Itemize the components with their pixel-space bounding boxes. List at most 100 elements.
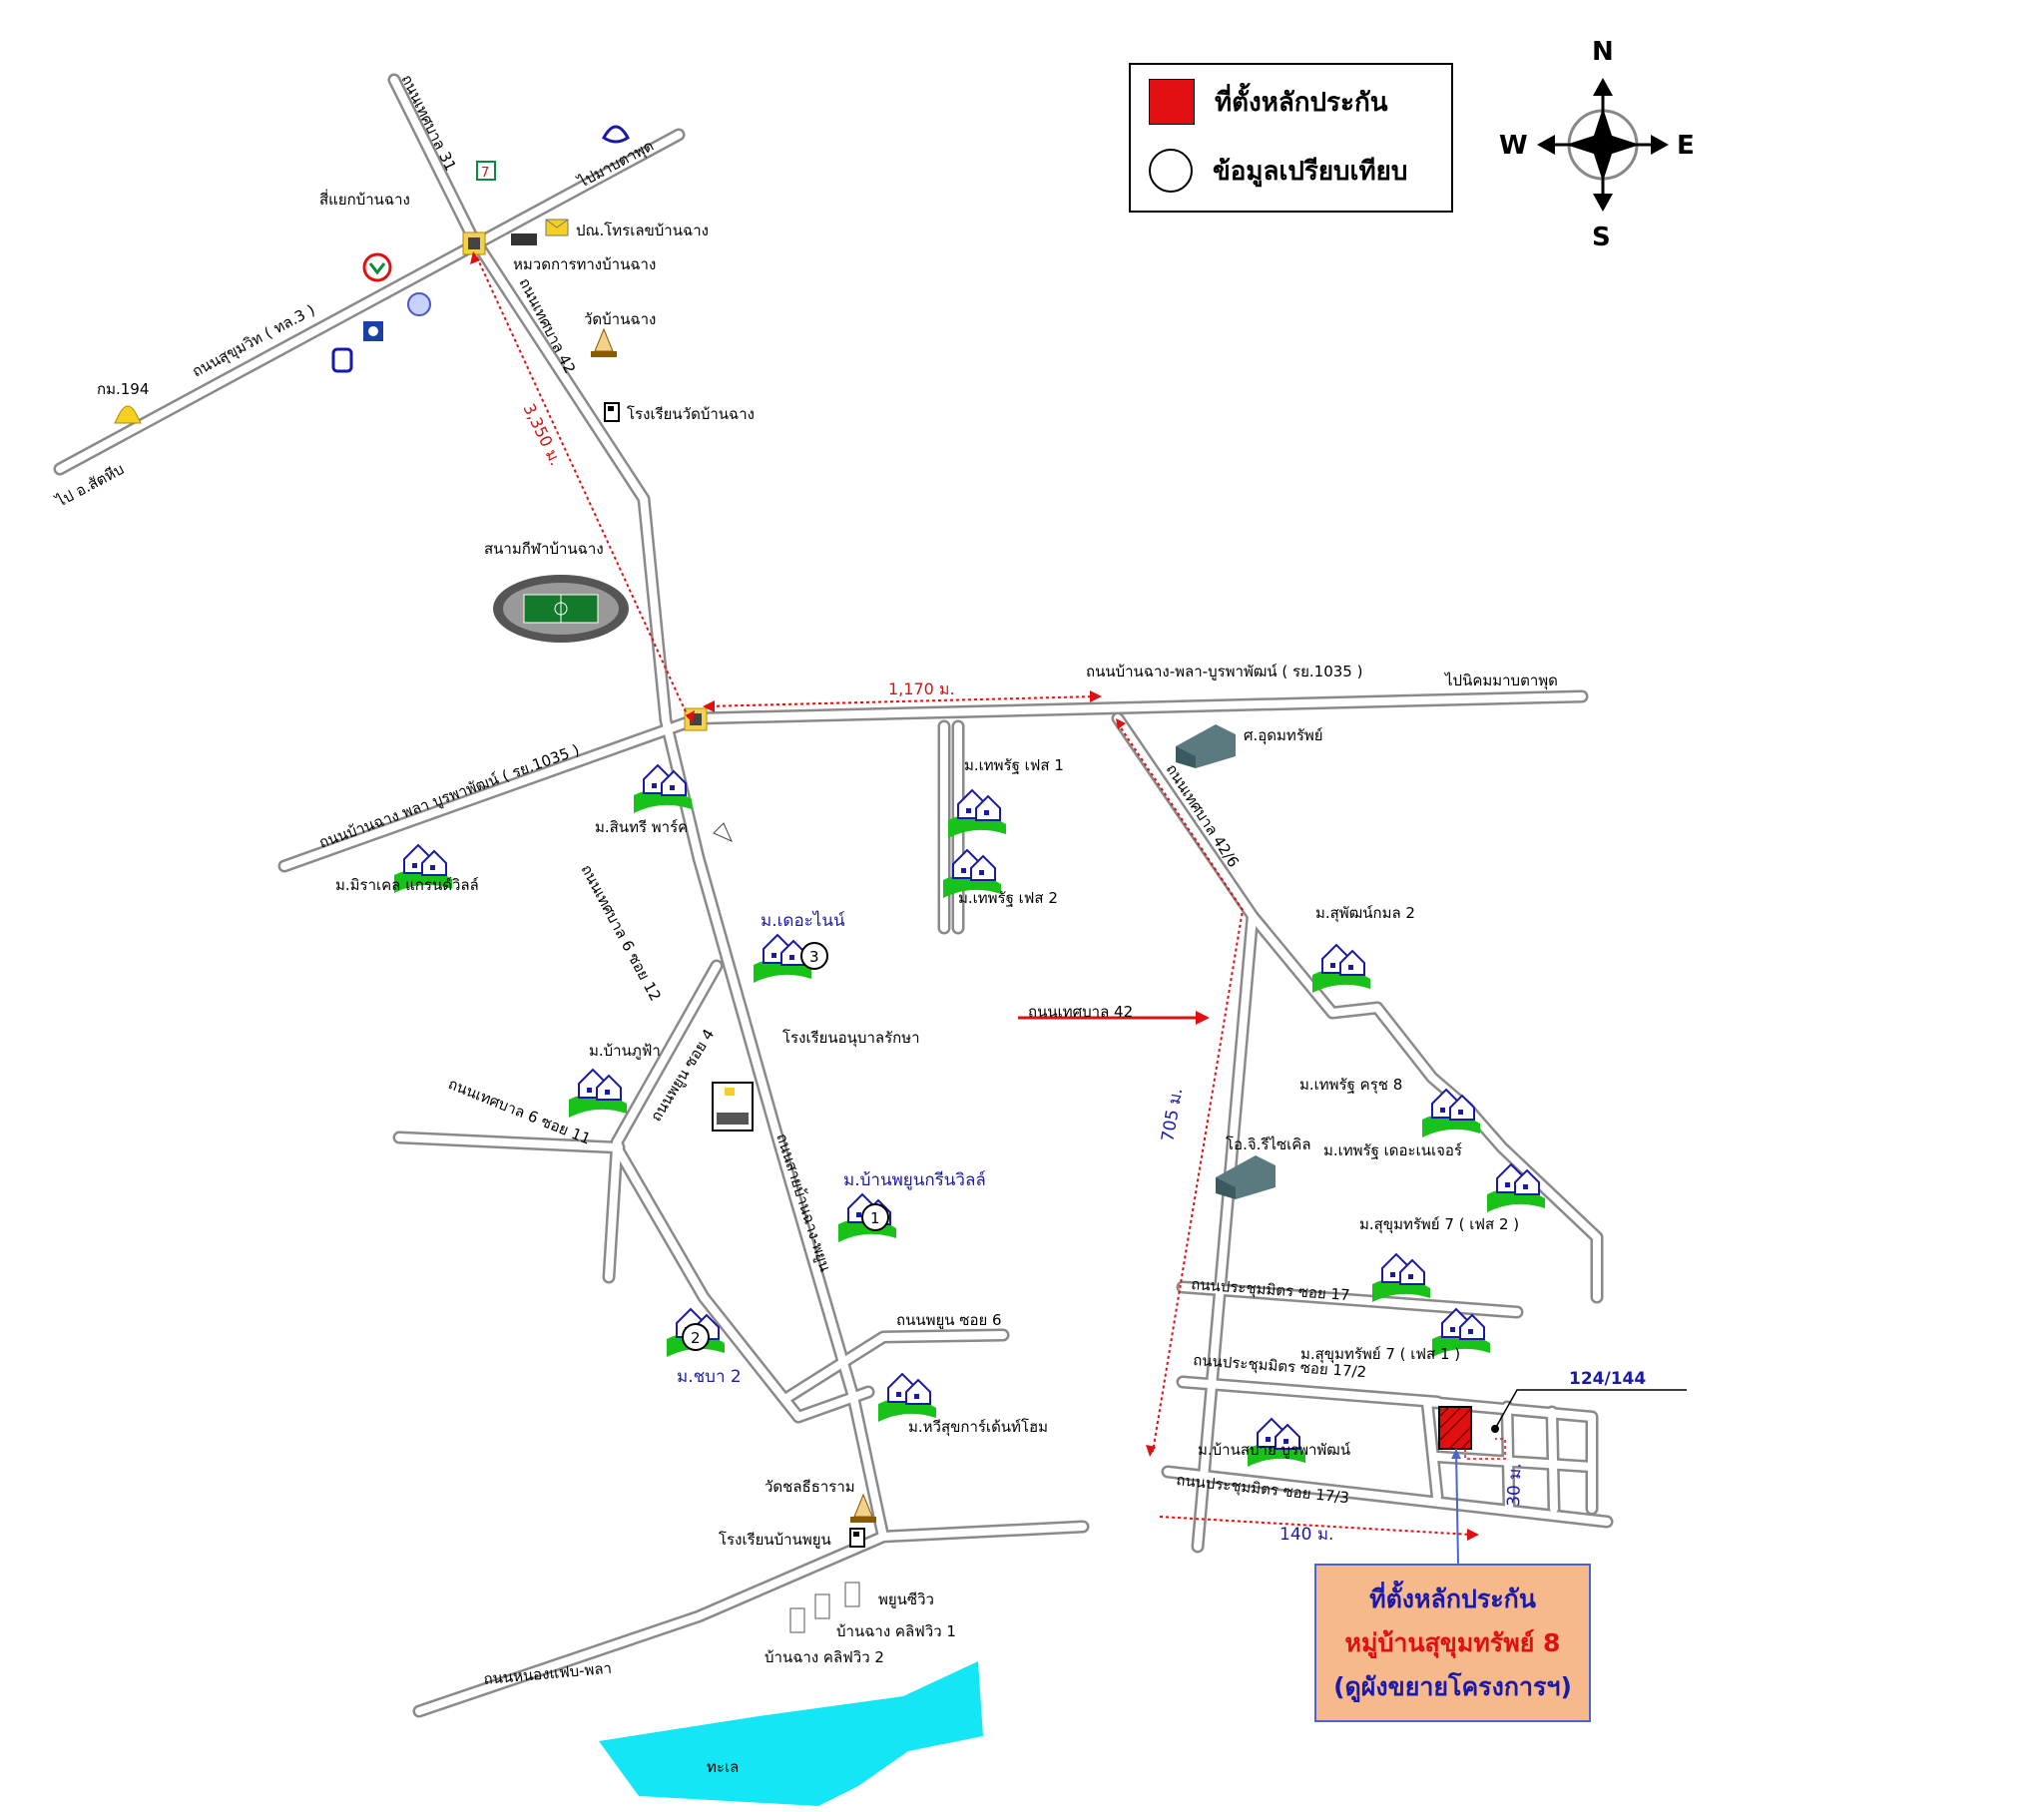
traffic-light-icon: [684, 707, 708, 731]
bank-icon: [362, 252, 392, 282]
label-cliff1: บ้านฉาง คลิฟวิว 1: [836, 1622, 956, 1640]
housing-estate-icon: [394, 843, 452, 893]
housing-estate-icon: [1422, 1088, 1480, 1137]
label-phayoon-view: พยูนซีวิว: [878, 1590, 934, 1608]
label-sinsap-park: ม.สินทรี พาร์ค: [595, 818, 688, 836]
legend-row-compare: ข้อมูลเปรียบเทียบ: [1149, 149, 1407, 193]
legend-label-compare: ข้อมูลเปรียบเทียบ: [1213, 156, 1408, 187]
label-sukhumsap7-1: ม.สุขุมทรัพย์ 7 ( เฟส 1 ): [1300, 1345, 1460, 1364]
warehouse-icon: [1176, 724, 1236, 768]
school-icon: [849, 1528, 865, 1548]
label-phayoon-green: ม.บ้านพยูนกรีนวิลล์: [843, 1170, 986, 1190]
bank-icon: [331, 347, 353, 373]
housing-estate-icon: [1372, 1252, 1430, 1302]
distance-30: 30 ม.: [1504, 1463, 1526, 1507]
collateral-site: [1438, 1389, 1687, 1566]
housing-estate-icon: [1312, 943, 1370, 993]
label-wat-sothon: วัดชลธีธาราม: [765, 1478, 855, 1496]
housing-estate-icon: [943, 848, 1001, 898]
legend-row-collateral: ที่ตั้งหลักประกัน: [1149, 79, 1387, 125]
road-label-rayong1035-east: ถนนบ้านฉาง-พลา-บูรพาพัฒน์ ( รย.1035 ): [1086, 663, 1362, 680]
comparable-2: 2: [682, 1323, 710, 1351]
label-ban-sabai: ม.บ้านสบาย บูรพาพัฒน์: [1198, 1441, 1350, 1459]
compass-w: W: [1499, 131, 1528, 161]
road-soi11-outline: [392, 1131, 624, 1284]
label-sukhumsap7-2: ม.สุขุมทรัพย์ 7 ( เฟส 2 ): [1359, 1215, 1519, 1234]
condo-icon: [789, 1582, 860, 1633]
label-chaba2: ม.ชบา 2: [677, 1367, 742, 1387]
comparable-1: 1: [861, 1203, 889, 1231]
kindergarten-icon: [712, 1082, 754, 1132]
housing-estate-icon: [1432, 1307, 1490, 1357]
road-label-soi6: ถนนพยูน ซอย 6: [896, 1311, 1002, 1329]
label-wat-ban-chang: วัดบ้านฉาง: [584, 310, 656, 328]
distance-705: 705 ม.: [1158, 1087, 1187, 1143]
svg-text:7: 7: [481, 166, 489, 181]
label-ban-phufa: ม.บ้านภูฟ้า: [589, 1042, 661, 1060]
building-icon: [511, 233, 537, 245]
callout-line2: หมู่บ้านสุขุมทรัพย์ 8: [1344, 1628, 1561, 1657]
distance-arrowheads: [470, 251, 1479, 1541]
stadium-icon: [493, 575, 629, 643]
label-intersection: สี่แยกบ้านฉาง: [319, 189, 410, 209]
housing-estate-icon: [1487, 1162, 1545, 1212]
label-kindergarten: โรงเรียนอนุบาลรักษา: [782, 1029, 920, 1048]
road-label-ban-chang-phayoon: ถนนสายบ้านฉาง-พยูน: [772, 1132, 834, 1274]
label-thepprasit-center: ม.เทพรัฐ เดอะเนเจอร์: [1323, 1141, 1462, 1159]
temple-roof-icon: [602, 125, 630, 144]
tessaban42-arrow: [1018, 1011, 1210, 1025]
compass-rose: N S W E: [1499, 37, 1695, 252]
road-marker-icon: [713, 822, 733, 842]
compass-e: E: [1677, 131, 1695, 161]
road-label-to-industrial: ไปนิคมมาบตาพุด: [1444, 672, 1558, 690]
map-legend: ที่ตั้งหลักประกัน ข้อมูลเปรียบเทียบ: [1129, 63, 1453, 213]
label-the-nine: ม.เดอะไนน์: [761, 910, 845, 931]
housing-estate-icon: [754, 933, 811, 983]
compass-n: N: [1592, 37, 1614, 67]
svg-text:1: 1: [870, 1209, 880, 1227]
housing-estate-icon: [948, 788, 1006, 838]
road-label-rayong1035-west: ถนนบ้านฉาง พลา บูรพาพัฒน์ ( รย.1035 ): [316, 740, 582, 851]
label-udom-sap: ศ.อุดมทรัพย์: [1244, 726, 1323, 745]
distance-1170: 1,170 ม.: [888, 680, 955, 698]
comparable-3: 3: [800, 942, 828, 970]
warehouse-icon: [1216, 1155, 1276, 1199]
label-stadium: สนามกีฬาบ้านฉาง: [484, 540, 604, 558]
temple-icon: [591, 327, 617, 357]
housing-estate-icon: [878, 1372, 936, 1422]
svg-text:2: 2: [691, 1329, 701, 1347]
label-plot-no: 124/144: [1569, 1369, 1646, 1389]
bell-icon: [114, 405, 142, 424]
housing-estate-icon: [569, 1068, 627, 1118]
place-labels: สี่แยกบ้านฉาง ปณ.โทรเลขบ้านฉาง หมวดการทา…: [97, 189, 1646, 1666]
road-label-to-map-ta-phut: ไปมาบตาพุด: [575, 137, 658, 193]
bank-icon: [407, 292, 431, 316]
school-icon: [604, 402, 620, 422]
mail-icon: [545, 219, 569, 236]
label-km194: กม.194: [97, 380, 149, 398]
sea-area: [599, 1661, 983, 1806]
label-highway-unit: หมวดการทางบ้านฉาง: [513, 255, 656, 273]
legend-swatch-collateral: [1149, 79, 1195, 125]
label-cliff2: บ้านฉาง คลิฟวิว 2: [765, 1648, 884, 1666]
distance-140: 140 ม.: [1279, 1525, 1333, 1545]
collateral-callout: ที่ตั้งหลักประกัน หมู่บ้านสุขุมทรัพย์ 8 …: [1314, 1564, 1591, 1722]
road-network: [53, 73, 1614, 1718]
road-label-soi12: ถนนเทศบาล 6 ซอย 12: [577, 861, 664, 1004]
seven-eleven-icon: 7: [476, 161, 496, 181]
label-oji: โอ.จิ.รีไซเคิล: [1226, 1135, 1311, 1153]
housing-estate-icon: [1248, 1417, 1305, 1467]
distance-lines: [476, 256, 1473, 1536]
distance-3350: 3,350 ม.: [519, 400, 565, 468]
label-school-wat: โรงเรียนวัดบ้านฉาง: [627, 405, 755, 423]
temple-icon: [850, 1493, 876, 1523]
label-school-phayoon: โรงเรียนบ้านพยูน: [719, 1531, 831, 1549]
sea-label: ทะเล: [707, 1758, 739, 1776]
label-sukhamwit-sweet: ม.หวีสุขการ์เด้นท์โฮม: [908, 1418, 1048, 1437]
bank-icon: [363, 321, 383, 341]
svg-text:3: 3: [809, 948, 819, 966]
label-thepprasit-2: ม.เทพรัฐ เฟส 2: [958, 889, 1058, 907]
legend-swatch-compare: [1149, 149, 1193, 193]
housing-estate-icon: [634, 763, 692, 813]
